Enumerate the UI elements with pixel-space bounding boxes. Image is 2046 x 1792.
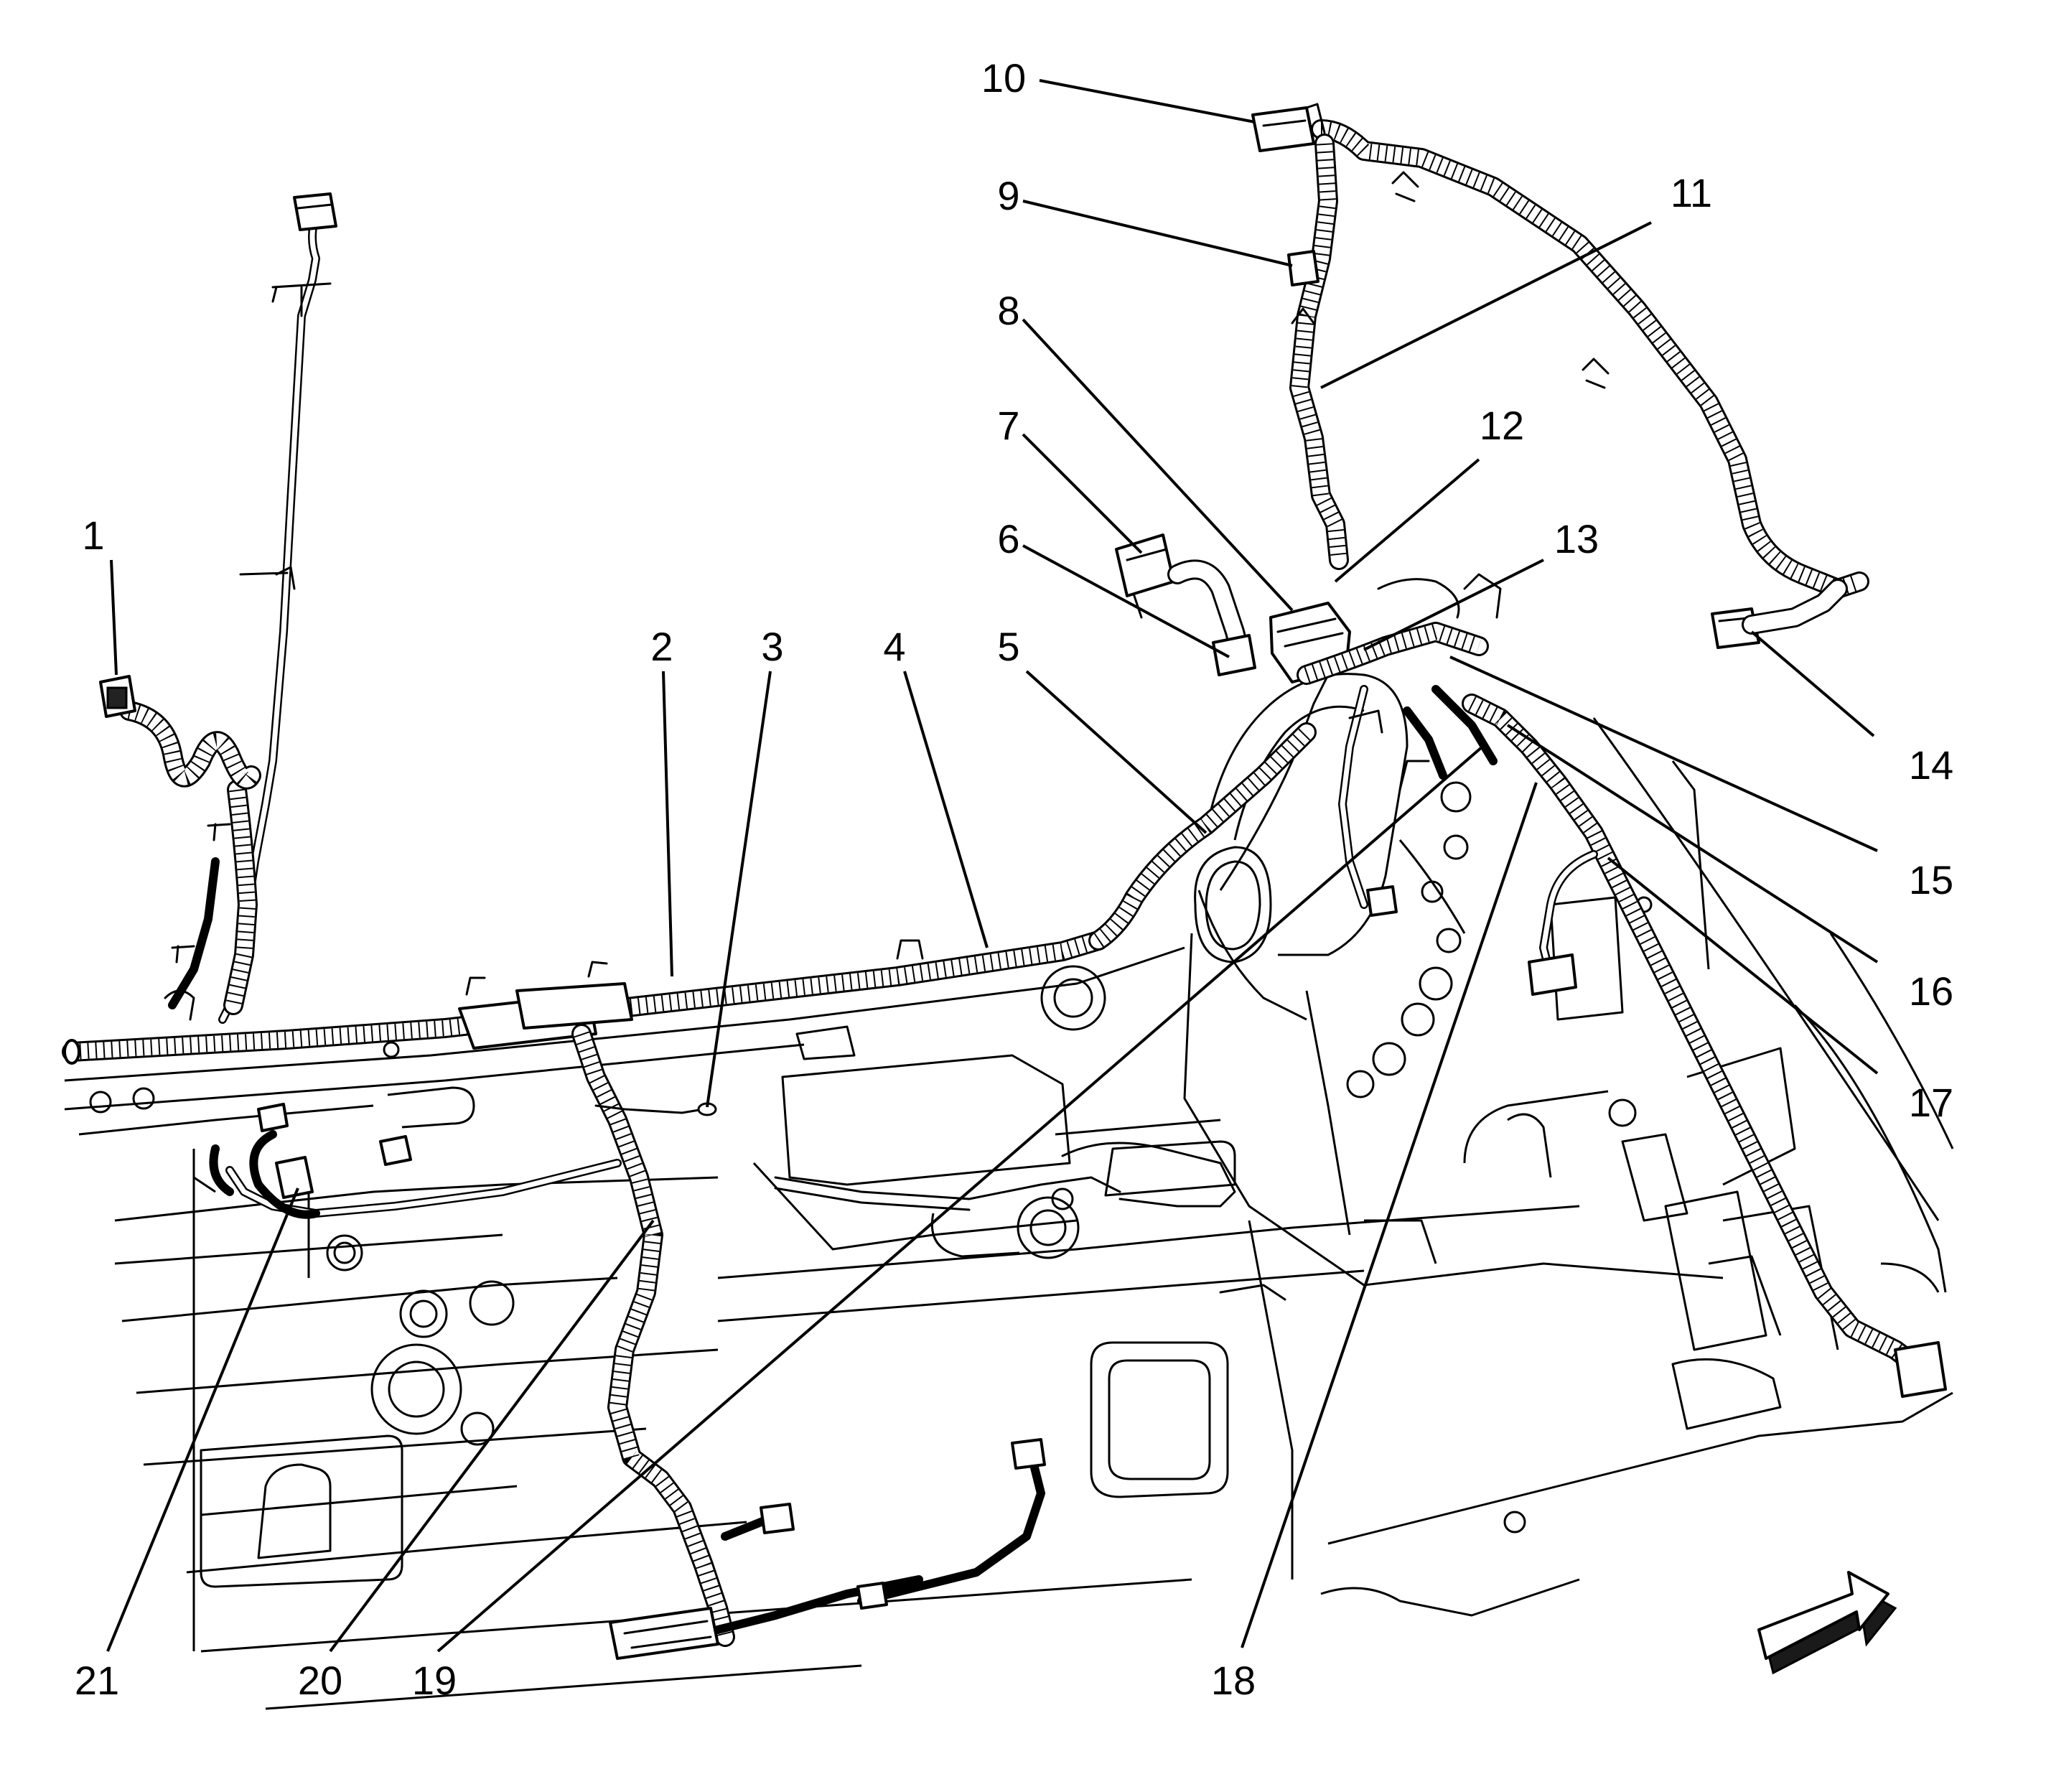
callout-15: 15 <box>1909 857 1953 902</box>
callout-14: 14 <box>1909 742 1953 788</box>
junction-cluster <box>1115 533 1947 1398</box>
lower-left-harness <box>209 1024 1286 1660</box>
callout-7: 7 <box>997 403 1019 448</box>
left-pillar-harness <box>99 192 337 1024</box>
front-direction-arrow-icon <box>1757 1571 1897 1675</box>
main-body-harness <box>62 722 1317 1065</box>
floor-pan-line-art <box>64 645 1954 1710</box>
callout-2: 2 <box>650 624 673 669</box>
callout-17: 17 <box>1909 1080 1953 1125</box>
callout-5: 5 <box>997 624 1019 669</box>
callout-labels: 1 2 3 4 5 6 7 8 9 10 11 12 13 14 15 16 1… <box>75 55 1953 1703</box>
callout-19: 19 <box>412 1658 457 1703</box>
callout-3: 3 <box>761 624 783 669</box>
callout-20: 20 <box>298 1658 342 1703</box>
callout-4: 4 <box>883 624 905 669</box>
callout-21: 21 <box>75 1658 119 1703</box>
callout-1: 1 <box>82 513 104 558</box>
callout-9: 9 <box>997 173 1019 218</box>
callout-13: 13 <box>1554 516 1599 561</box>
callout-12: 12 <box>1480 403 1524 448</box>
callout-6: 6 <box>997 516 1019 561</box>
callout-10: 10 <box>981 55 1026 101</box>
callout-18: 18 <box>1211 1658 1256 1703</box>
callout-8: 8 <box>997 288 1019 333</box>
callout-11: 11 <box>1671 170 1712 215</box>
upper-right-harness <box>1251 103 1869 649</box>
callout-16: 16 <box>1909 969 1953 1014</box>
leader-lines <box>106 79 1879 1653</box>
